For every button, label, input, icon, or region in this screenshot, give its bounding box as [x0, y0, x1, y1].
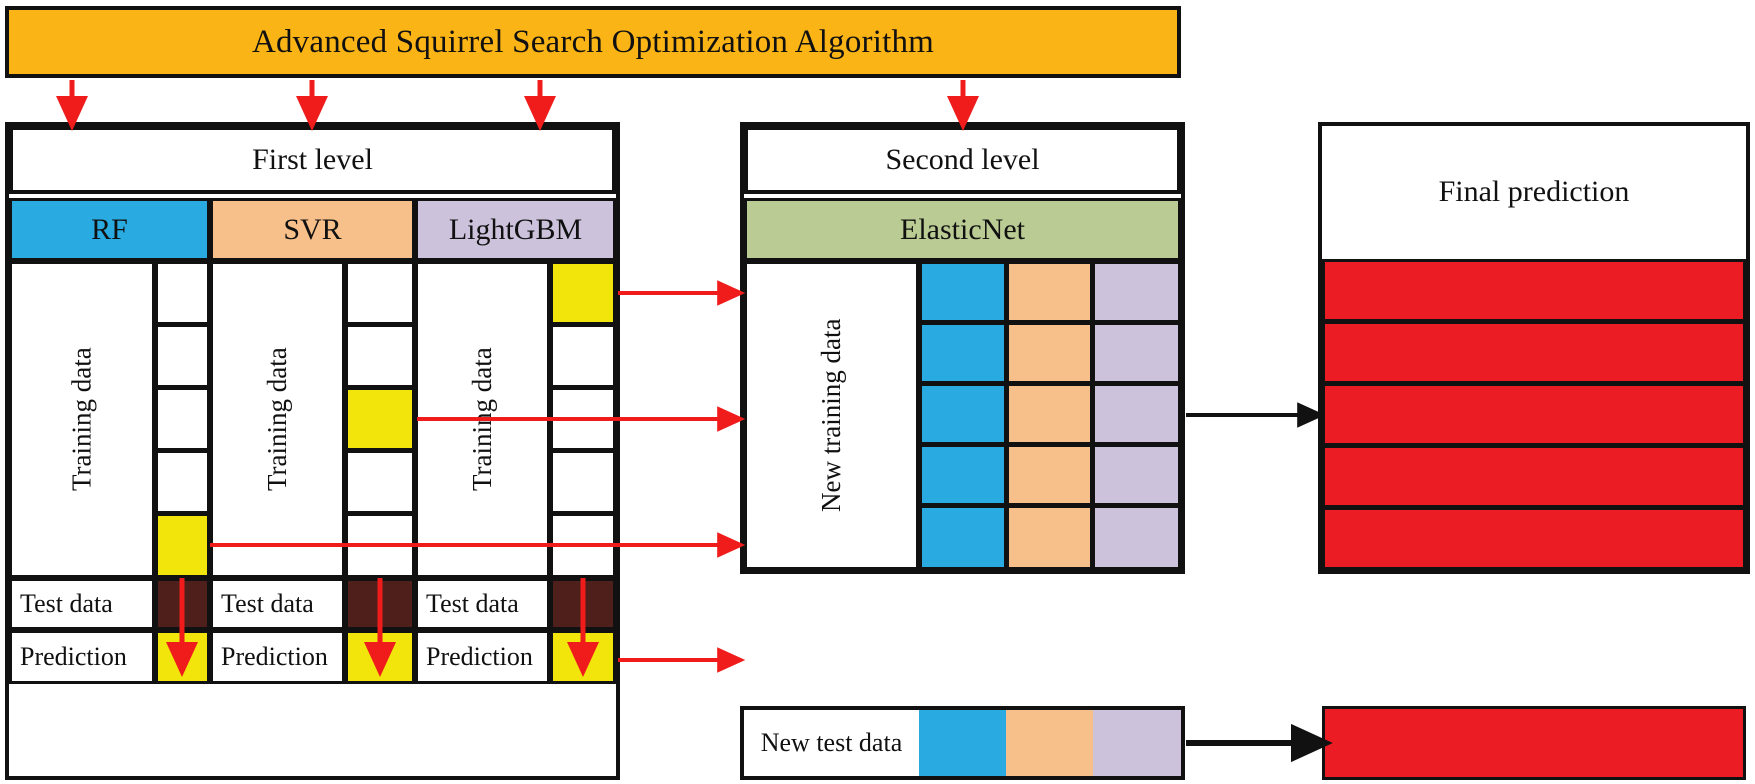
ntd-cell-r4c1: [919, 444, 1007, 506]
rf-test-data: Test data: [9, 578, 155, 630]
ntd-cell-r3c3: [1092, 383, 1181, 445]
meta-model-header-label: ElasticNet: [900, 212, 1025, 246]
ntd-cell-r3c1: [919, 383, 1007, 445]
ntd-cell-r2c3: [1092, 322, 1181, 384]
final-prediction-row-4: [1322, 445, 1746, 508]
ntd-cell-r1c3: [1092, 261, 1181, 323]
lightgbm-test-fold: [550, 578, 616, 630]
model-header-lightgbm: LightGBM: [415, 198, 616, 261]
rf-test-data-label: Test data: [20, 589, 113, 618]
rf-fold-2: [155, 324, 210, 388]
ntd-cell-r5c3: [1092, 505, 1181, 570]
first-level-title-label: First level: [252, 143, 373, 176]
lightgbm-fold-5: [550, 513, 616, 578]
svr-training-data-label: Training data: [262, 347, 292, 492]
svr-training-data: Training data: [210, 261, 345, 578]
rf-training-data: Training data: [9, 261, 155, 578]
svr-fold-5: [345, 513, 415, 578]
ntd-cell-r4c2: [1006, 444, 1093, 506]
algorithm-banner: Advanced Squirrel Search Optimization Al…: [5, 6, 1181, 78]
svr-prediction: Prediction: [210, 630, 345, 684]
new-test-data: New test data: [744, 710, 919, 776]
svr-test-fold: [345, 578, 415, 630]
ntd-cell-r3c2: [1006, 383, 1093, 445]
svr-fold-3-highlight: [345, 387, 415, 451]
final-prediction-title: Final prediction: [1322, 126, 1746, 258]
rf-prediction-label: Prediction: [20, 642, 127, 671]
rf-fold-5-highlight: [155, 513, 210, 578]
ntd-cell-r5c1: [919, 505, 1007, 570]
first-level-title: First level: [9, 126, 616, 194]
final-test-prediction-block: [1322, 706, 1746, 780]
new-training-data-label: New training data: [816, 318, 846, 513]
model-header-svr: SVR: [210, 198, 415, 261]
final-prediction-title-label: Final prediction: [1438, 175, 1630, 208]
final-prediction-row-5: [1322, 507, 1746, 570]
svr-prediction-fold: [345, 630, 415, 684]
ntd-cell-r2c2: [1006, 322, 1093, 384]
lightgbm-test-data-label: Test data: [426, 589, 519, 618]
ntd-cell-r1c1: [919, 261, 1007, 323]
ntest-cell-c3: [1093, 710, 1181, 776]
model-header-svr-label: SVR: [283, 212, 342, 246]
final-prediction-row-2: [1322, 321, 1746, 384]
rf-fold-4: [155, 450, 210, 514]
ntest-cell-c1: [919, 710, 1006, 776]
lightgbm-fold-2: [550, 324, 616, 388]
rf-fold-3: [155, 387, 210, 451]
ntd-cell-r2c1: [919, 322, 1007, 384]
svr-fold-1: [345, 261, 415, 325]
svr-prediction-label: Prediction: [221, 642, 328, 671]
model-header-rf-label: RF: [91, 212, 128, 246]
lightgbm-prediction: Prediction: [415, 630, 550, 684]
lightgbm-prediction-fold: [550, 630, 616, 684]
rf-prediction: Prediction: [9, 630, 155, 684]
lightgbm-fold-1-highlight: [550, 261, 616, 325]
svr-fold-4: [345, 450, 415, 514]
model-header-lightgbm-label: LightGBM: [448, 212, 583, 246]
rf-prediction-fold: [155, 630, 210, 684]
lightgbm-training-data: Training data: [415, 261, 550, 578]
ntd-cell-r5c2: [1006, 505, 1093, 570]
rf-fold-1: [155, 261, 210, 325]
lightgbm-test-data: Test data: [415, 578, 550, 630]
lightgbm-fold-4: [550, 450, 616, 514]
algorithm-banner-label: Advanced Squirrel Search Optimization Al…: [251, 23, 935, 60]
final-prediction-row-3: [1322, 383, 1746, 446]
ntd-cell-r4c3: [1092, 444, 1181, 506]
svr-fold-2: [345, 324, 415, 388]
rf-training-data-label: Training data: [66, 347, 97, 492]
ntd-cell-r1c2: [1006, 261, 1093, 323]
lightgbm-prediction-label: Prediction: [426, 642, 533, 671]
second-level-title-label: Second level: [885, 143, 1040, 176]
ntest-cell-c2: [1006, 710, 1093, 776]
lightgbm-training-data-label: Training data: [467, 347, 497, 492]
new-training-data: New training data: [744, 261, 919, 570]
final-prediction-row-1: [1322, 259, 1746, 322]
svr-test-data: Test data: [210, 578, 345, 630]
second-level-title: Second level: [744, 126, 1181, 194]
new-test-data-label: New test data: [760, 728, 903, 757]
meta-model-header-elasticnet: ElasticNet: [744, 198, 1181, 261]
rf-test-fold: [155, 578, 210, 630]
model-header-rf: RF: [9, 198, 210, 261]
svr-test-data-label: Test data: [221, 589, 314, 618]
lightgbm-fold-3: [550, 387, 616, 451]
